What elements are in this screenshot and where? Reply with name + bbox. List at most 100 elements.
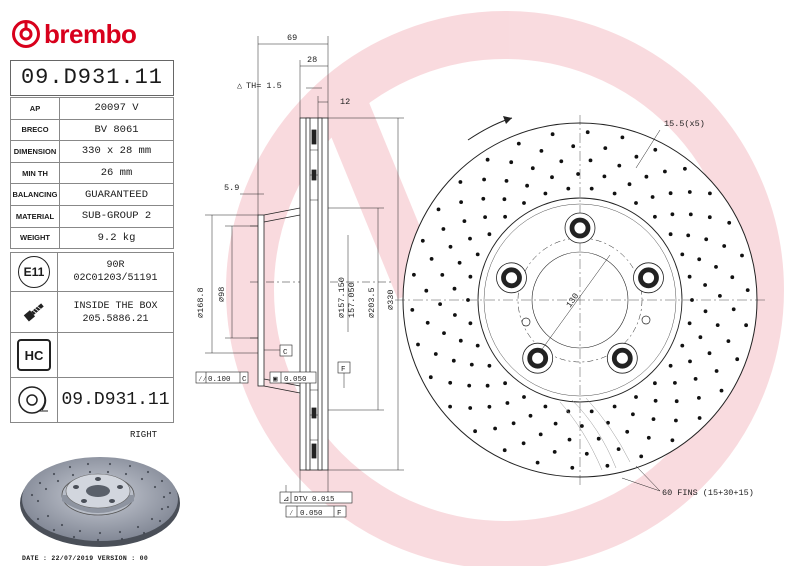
drill-hole (487, 404, 492, 409)
dim-5-9: 5.9 (224, 183, 239, 193)
section-dim-labels: 69 28 △ TH= 1.5 12 5.9 ∅168.8 ∅98 ∅157.1… (196, 33, 396, 318)
drill-hole (481, 196, 486, 201)
drill-hole (416, 342, 420, 347)
drill-hole (653, 381, 657, 386)
drill-hole (425, 320, 430, 325)
drill-hole (459, 200, 463, 205)
drill-hole (718, 294, 722, 298)
drill-hole (612, 404, 617, 409)
tol-0-050: 0.050 (284, 376, 307, 384)
drill-hole (612, 191, 617, 196)
drill-hole (688, 212, 693, 217)
drill-hole (525, 183, 529, 188)
drill-hole (668, 363, 673, 368)
drill-hole (453, 313, 457, 317)
dim-dia-98: ∅98 (217, 287, 227, 302)
drill-hole (603, 146, 608, 151)
drill-hole (550, 175, 554, 180)
drill-hole (650, 195, 655, 199)
drill-hole (451, 358, 456, 363)
drill-hole (653, 398, 658, 403)
spec-label: WEIGHT (10, 226, 60, 250)
screw-icon-cell (10, 291, 58, 333)
drill-hole (707, 215, 712, 220)
drill-hole (744, 323, 748, 328)
drill-hole (588, 158, 593, 163)
spec-label: AP (10, 97, 60, 120)
drill-hole (473, 429, 477, 434)
drill-hole (543, 191, 548, 196)
disc-render-image (20, 457, 180, 547)
hc-empty-cell (57, 332, 174, 378)
drill-hole (683, 166, 687, 171)
flatness-icon: ∕∕ (198, 376, 207, 384)
drill-hole (668, 191, 673, 196)
pin-hole (521, 317, 531, 327)
drill-hole (475, 343, 480, 348)
drill-hole (511, 421, 516, 426)
drill-hole (468, 236, 472, 241)
drill-holes (410, 130, 750, 470)
hc-badge: HC (17, 339, 51, 371)
dtv-icon: ⊿ (283, 496, 289, 504)
drill-hole (550, 132, 555, 137)
drill-hole (539, 149, 544, 153)
drill-hole (576, 172, 580, 176)
fin-curves (559, 397, 631, 471)
drill-hole (466, 298, 470, 302)
drill-hole (522, 395, 526, 399)
fins-label: 60 FINS (15+30+15) (662, 488, 754, 498)
drill-hole (485, 383, 490, 388)
drill-hole (687, 321, 692, 326)
drill-hole (504, 179, 509, 183)
drill-hole (727, 220, 732, 225)
spec-label: MIN TH (10, 161, 60, 185)
datum-f: F (341, 366, 346, 374)
drill-hole (673, 381, 677, 385)
drill-hole (634, 201, 638, 205)
drill-hole (687, 190, 692, 194)
disc-icon (18, 386, 48, 414)
drill-hole (646, 435, 651, 440)
tolerance-frames: C F ∕∕ 0.100 C ▣ 0.050 ⊿ DTV 0.015 ∕ 0.0… (195, 344, 353, 518)
holes-label: 15.5(x5) (664, 119, 705, 129)
drill-hole (631, 412, 635, 417)
drill-hole (698, 335, 703, 340)
drill-hole (567, 437, 572, 442)
front-view (395, 115, 765, 485)
drill-hole (485, 157, 490, 162)
drill-hole (668, 232, 673, 237)
drill-hole (674, 418, 678, 423)
brand-header: brembo (12, 18, 172, 50)
flatness-square-icon: ▣ (273, 376, 278, 384)
drill-hole (708, 191, 712, 196)
drill-hole (617, 163, 622, 168)
drill-hole (703, 309, 708, 314)
drill-hole (745, 288, 750, 292)
drill-hole (697, 257, 702, 262)
drill-hole (559, 159, 564, 164)
drill-hole (553, 421, 558, 426)
spec-label: MATERIAL (10, 204, 60, 228)
inside-box-cell: INSIDE THE BOX 205.5886.21 (57, 291, 174, 333)
drill-hole (722, 244, 727, 248)
e11-badge: E11 (18, 256, 50, 288)
drill-hole (468, 274, 473, 279)
drill-hole (502, 197, 507, 202)
drill-hole (552, 450, 557, 454)
drill-hole (653, 214, 657, 219)
drill-hole (653, 147, 658, 152)
drill-hole (436, 207, 441, 212)
drill-hole (663, 169, 667, 174)
drill-hole (715, 323, 720, 327)
drill-hole (589, 186, 594, 191)
drill-hole (620, 135, 625, 140)
tol-par: 0.050 (300, 510, 323, 518)
drill-hole (714, 265, 718, 269)
drill-hole (505, 401, 510, 405)
drill-hole (538, 432, 543, 437)
lug-hole (505, 271, 518, 285)
